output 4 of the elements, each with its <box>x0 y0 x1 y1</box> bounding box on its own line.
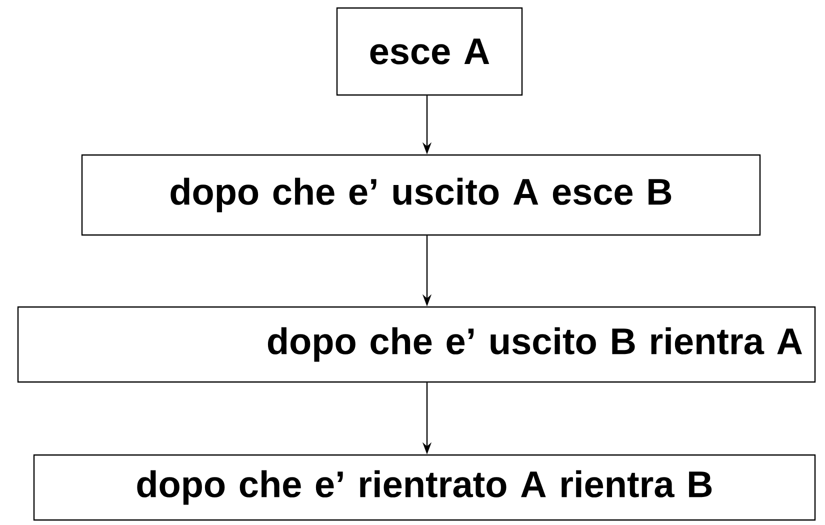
process-box: esce A <box>336 7 523 96</box>
process-box: dopo che e’ uscito A esce B <box>81 154 761 236</box>
process-box: dopo che e’ rientrato A rientra B <box>33 454 816 521</box>
process-box: dopo che e’ uscito B rientra A <box>17 306 816 383</box>
